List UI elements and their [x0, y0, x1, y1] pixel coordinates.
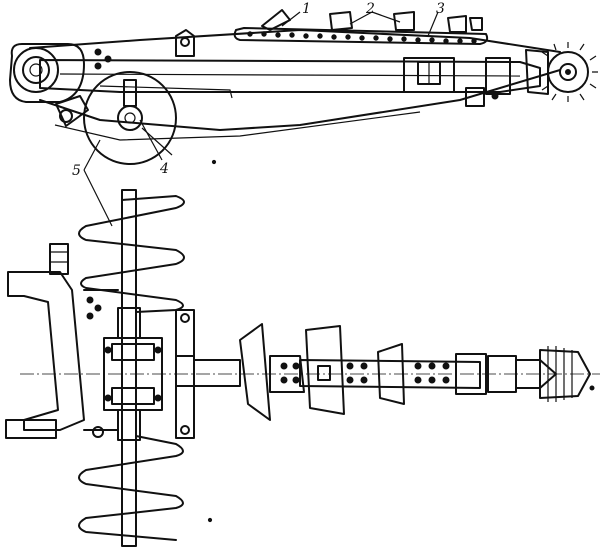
bearing-housing — [403, 57, 511, 107]
hopper-plate-1 — [305, 325, 345, 415]
callout-labels: 1 2 3 4 5 — [72, 1, 445, 179]
pivot-head — [9, 43, 112, 103]
flight-5 — [469, 17, 483, 31]
beam-inner-line — [59, 73, 521, 77]
frame-lower-edge — [54, 111, 421, 141]
flight-1 — [261, 9, 291, 31]
drive-sprocket — [525, 42, 598, 102]
flight-3 — [393, 11, 415, 31]
auger-flight-lower — [78, 435, 184, 541]
cone-guard — [239, 323, 271, 421]
side-view — [9, 9, 598, 227]
disc-assembly — [83, 71, 177, 165]
auger-shaft — [78, 189, 185, 547]
vertical-shaft — [121, 189, 137, 547]
stray-mark — [207, 517, 213, 523]
frame-post-top — [49, 243, 69, 275]
tab-bolt — [180, 37, 190, 47]
auger-flight-upper — [78, 195, 185, 313]
stray-mark-top — [211, 159, 217, 165]
end-sprocket-plan — [539, 346, 595, 402]
leader-5a — [83, 139, 101, 171]
leader-3 — [427, 11, 439, 37]
frame-foot-bottom — [5, 419, 57, 439]
callout-5: 5 — [72, 163, 81, 179]
disc-hub — [117, 105, 143, 131]
frame-tab — [175, 29, 195, 57]
callout-3: 3 — [436, 1, 445, 17]
callout-1: 1 — [302, 1, 311, 17]
hopper-plate-2 — [377, 343, 405, 405]
leader-2b — [371, 11, 401, 23]
chain-conveyor — [233, 9, 489, 45]
frame-lower-brace — [39, 69, 561, 131]
leader-2a — [349, 11, 373, 25]
shaft-coupling — [455, 353, 487, 395]
flight-2 — [329, 11, 353, 31]
callout-2: 2 — [365, 1, 375, 17]
plan-view — [5, 159, 600, 547]
disc-wheel — [83, 71, 177, 165]
leader-1 — [281, 11, 301, 27]
callout-4: 4 — [159, 161, 169, 177]
disc-mount — [123, 79, 137, 107]
leader-4 — [139, 119, 163, 161]
main-beam — [39, 59, 541, 93]
mounting-frame — [5, 243, 119, 439]
flight-4 — [447, 15, 467, 33]
drive-shaft — [193, 323, 557, 421]
bracket-left — [55, 95, 89, 127]
leader-5b — [83, 169, 113, 227]
tension-rod — [99, 85, 233, 99]
